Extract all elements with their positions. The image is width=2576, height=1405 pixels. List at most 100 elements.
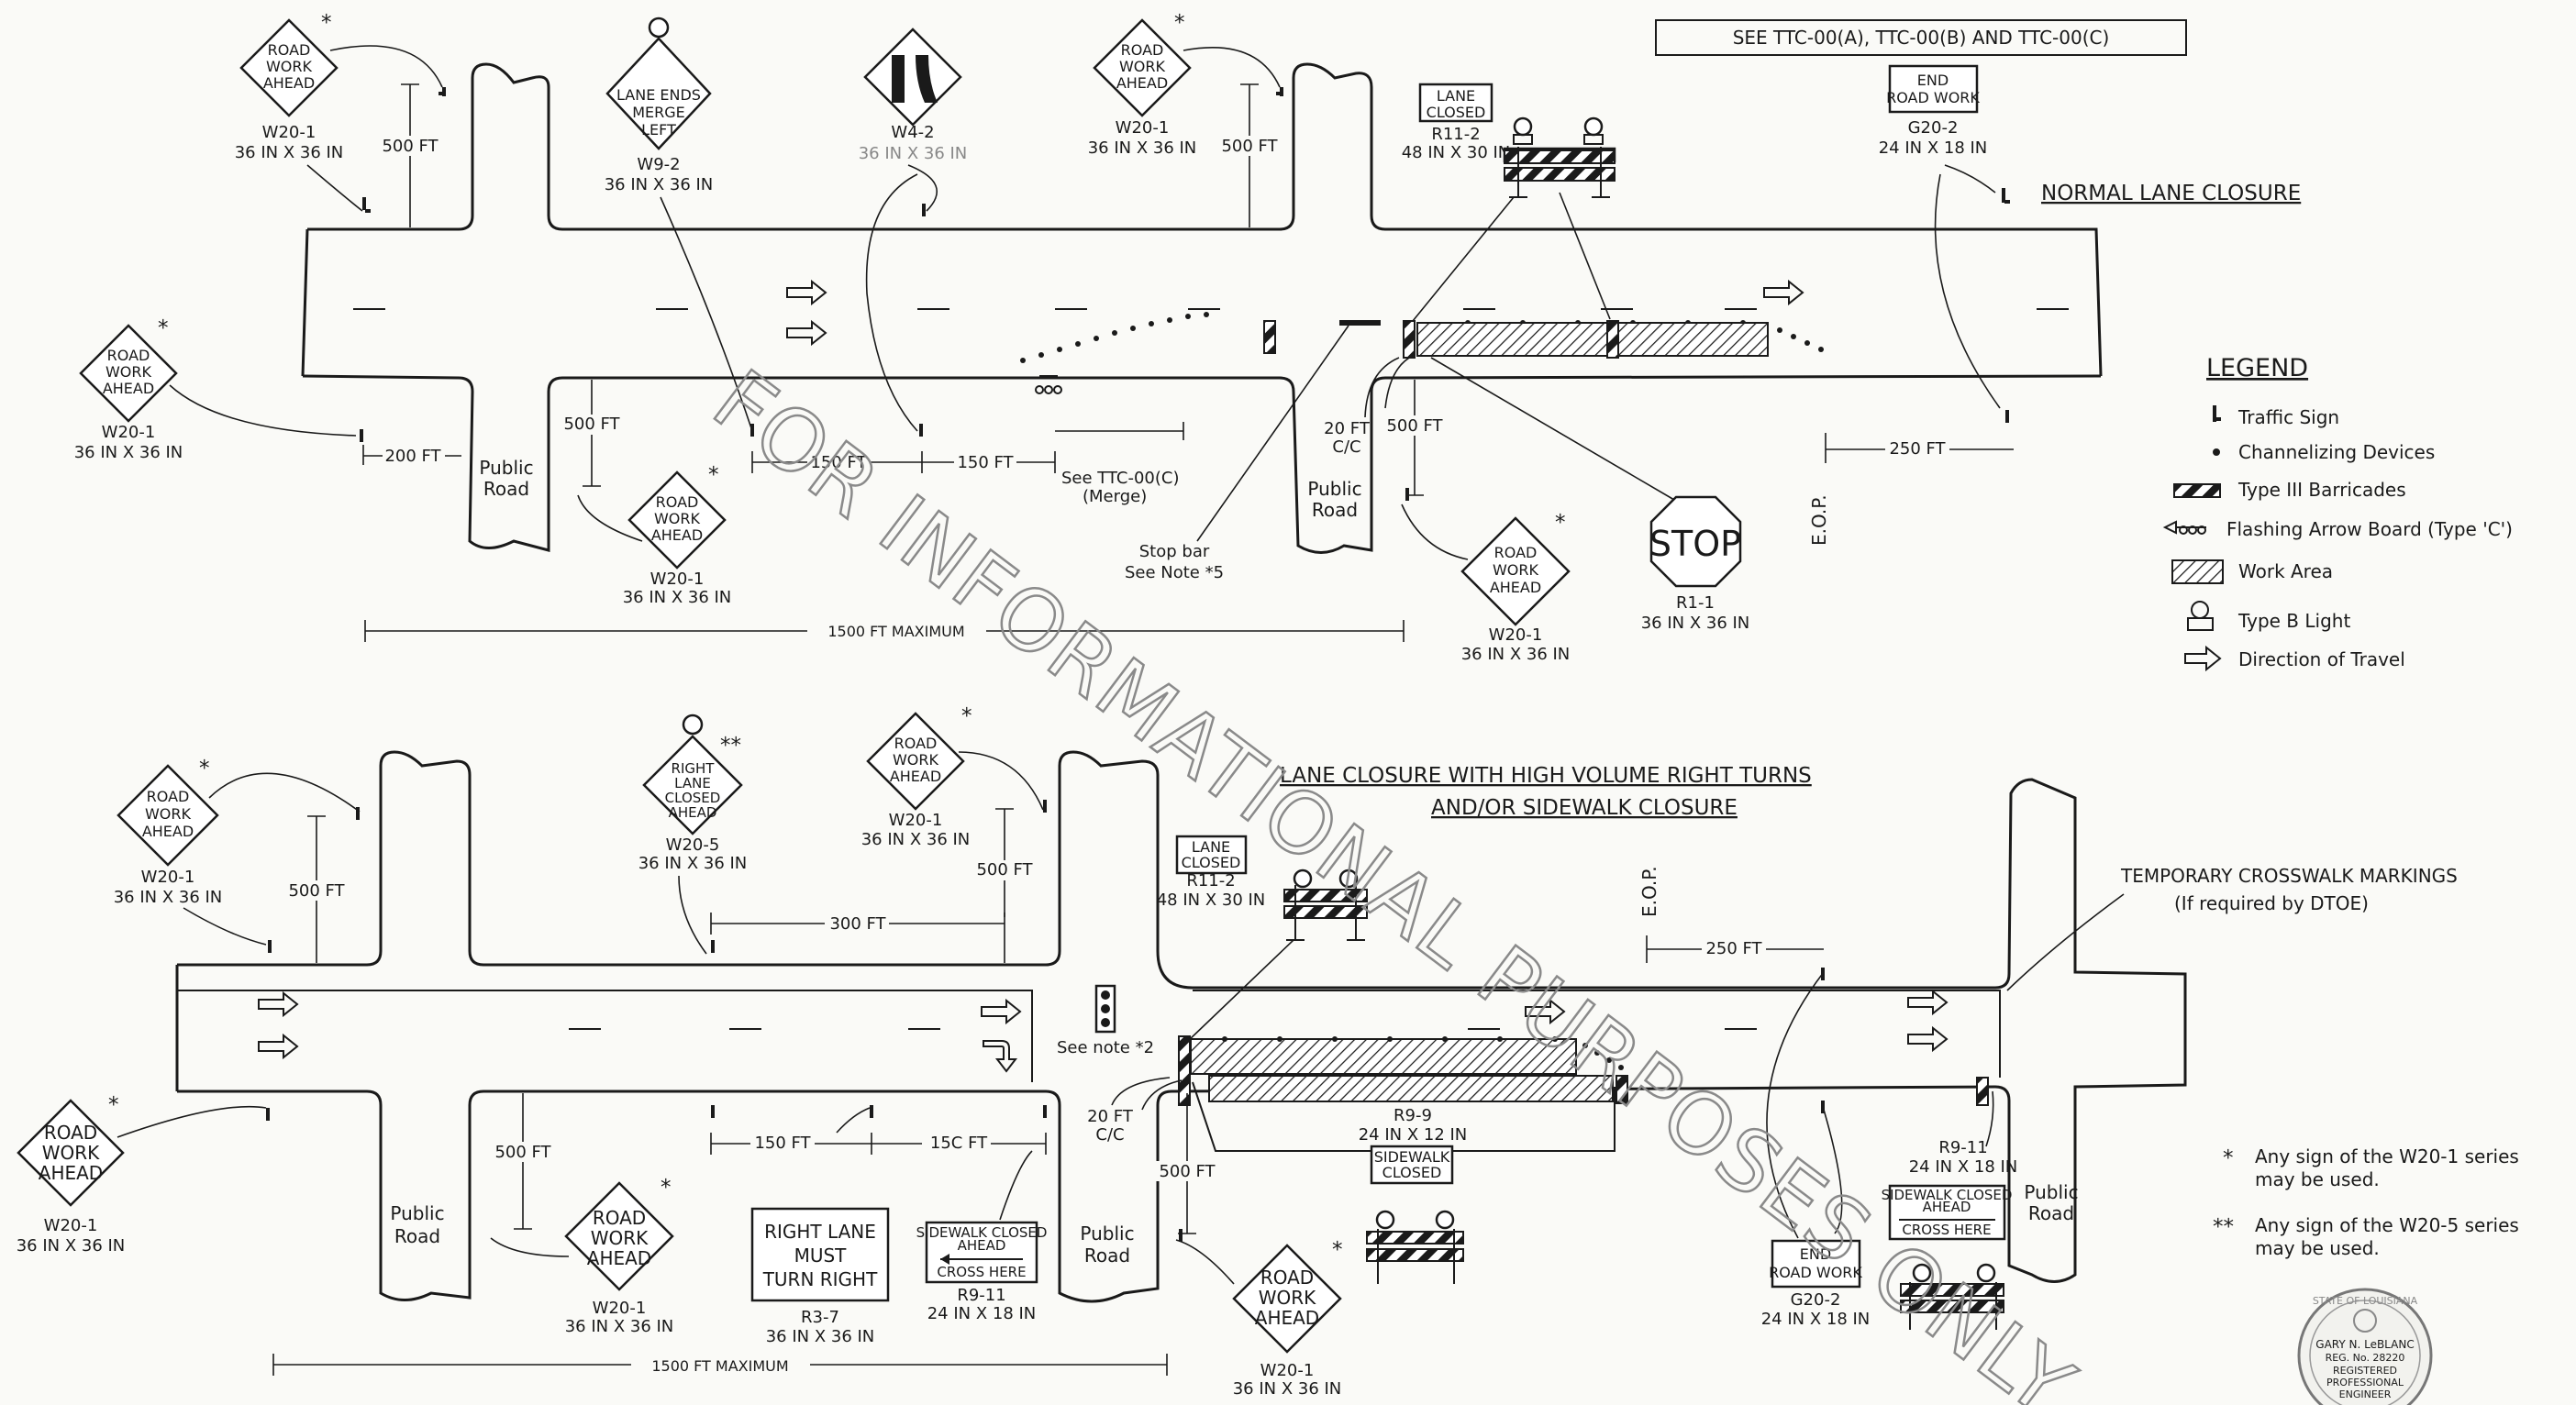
svg-text:500 FT: 500 FT [1386,416,1443,436]
svg-text:AHEAD: AHEAD [651,526,703,544]
svg-text:36 IN X 36 IN: 36 IN X 36 IN [114,888,223,907]
svg-text:See TTC-00(C): See TTC-00(C) [1061,469,1180,488]
road-work-ahead-sign: ROAD WORK AHEAD * W20-1 36 IN X 36 IN [17,1093,267,1256]
svg-text:Stop bar: Stop bar [1139,542,1210,561]
svg-text:36 IN X 36 IN: 36 IN X 36 IN [1641,614,1750,633]
svg-text:ROAD WORK: ROAD WORK [1769,1264,1862,1281]
svg-text:WORK: WORK [145,805,192,823]
title-high-volume-2: AND/OR SIDEWALK CLOSURE [1431,796,1738,820]
svg-text:W20-1: W20-1 [1260,1361,1315,1380]
svg-text:36 IN X 36 IN: 36 IN X 36 IN [74,443,183,462]
svg-text:48 IN X 30 IN: 48 IN X 30 IN [1157,891,1266,910]
svg-text:W20-1: W20-1 [44,1216,98,1235]
dim-500-top-2: 500 FT [1217,83,1282,227]
road-work-ahead-sign: ROAD WORK AHEAD * W20-1 36 IN X 36 IN [1175,1238,1343,1399]
svg-text:ROAD WORK: ROAD WORK [1886,89,1980,106]
dim-250-bot: 250 FT [1646,935,1824,963]
svg-text:W20-1: W20-1 [593,1299,647,1318]
sidewalk-work-area [1208,1075,1614,1102]
legend-arrow-board: Flashing Arrow Board (Type 'C') [2226,518,2513,540]
svg-text:Any sign of the W20-5 series: Any sign of the W20-5 series [2255,1214,2519,1236]
road-work-ahead-sign: ROAD WORK AHEAD * W20-1 36 IN X 36 IN [1088,11,1281,158]
svg-text:Road: Road [2028,1202,2074,1224]
svg-text:500 FT: 500 FT [976,860,1033,880]
dim-1500-top: 1500 FT MAXIMUM [364,620,1405,642]
svg-text:Road: Road [1084,1245,1130,1267]
svg-text:SIDEWALK: SIDEWALK [1374,1148,1450,1166]
svg-text:WORK: WORK [105,363,152,381]
svg-text:*: * [2223,1146,2234,1170]
legend-channelizing: Channelizing Devices [2238,441,2435,463]
svg-text:36 IN X 36 IN: 36 IN X 36 IN [623,588,732,607]
svg-text:GARY N. LeBLANC: GARY N. LeBLANC [2315,1338,2414,1351]
work-area-top [1416,322,1769,357]
svg-text:W20-1: W20-1 [1489,625,1543,645]
dim-500-bot-3: 500 FT [491,1093,555,1230]
svg-text:LANE: LANE [1437,87,1475,105]
svg-text:ROAD: ROAD [1494,544,1538,561]
svg-text:Public: Public [1307,478,1361,500]
svg-text:*: * [1555,511,1566,535]
svg-text:W20-1: W20-1 [1116,118,1170,138]
svg-text:Road: Road [1312,499,1358,521]
svg-text:may be used.: may be used. [2255,1168,2380,1190]
svg-text:Road: Road [394,1225,440,1247]
svg-text:AHEAD: AHEAD [958,1237,1006,1254]
svg-text:See note *2: See note *2 [1057,1038,1154,1057]
road-work-ahead-sign: ROAD WORK AHEAD * W20-1 36 IN X 36 IN [235,11,443,212]
svg-text:500 FT: 500 FT [1221,137,1278,156]
right-lane-closed-ahead-sign: RIGHT LANE CLOSED AHEAD ** W20-5 36 IN X… [638,714,747,955]
svg-text:36 IN X 36 IN: 36 IN X 36 IN [766,1327,875,1346]
dim-200: 200 FT [362,445,461,466]
sidewalk-closed-cross-here-sign: SIDEWALK CLOSED AHEAD CROSS HERE [1882,1184,2012,1241]
road-work-ahead-sign: ROAD WORK AHEAD * W20-1 36 IN X 36 IN [114,757,361,946]
svg-text:*: * [321,11,332,35]
svg-text:W20-5: W20-5 [666,835,720,855]
svg-text:W20-1: W20-1 [650,570,705,589]
svg-text:48 IN X 30 IN: 48 IN X 30 IN [1402,143,1511,162]
svg-text:R9-11: R9-11 [1938,1138,1987,1157]
svg-text:WORK: WORK [893,751,939,769]
svg-text:200 FT: 200 FT [384,447,441,466]
svg-text:LANE: LANE [1192,838,1230,856]
svg-text:W4-2: W4-2 [891,123,934,142]
svg-text:*: * [1174,11,1185,35]
svg-text:Public: Public [2024,1181,2078,1203]
svg-text:AHEAD: AHEAD [142,823,194,840]
traffic-sign-markers-top [360,87,2010,501]
svg-text:PROFESSIONAL: PROFESSIONAL [2326,1377,2404,1388]
traffic-sign-markers-bottom [266,800,1825,1242]
svg-text:G20-2: G20-2 [1908,118,1959,138]
svg-text:W20-1: W20-1 [141,868,195,887]
svg-text:Public: Public [390,1202,444,1224]
svg-text:WORK: WORK [266,58,313,75]
svg-text:(If required by DTOE): (If required by DTOE) [2174,892,2369,914]
svg-text:WORK: WORK [1119,58,1166,75]
title-high-volume-1: LANE CLOSURE WITH HIGH VOLUME RIGHT TURN… [1280,764,1812,788]
svg-text:W20-1: W20-1 [889,811,943,830]
svg-text:W9-2: W9-2 [637,155,680,174]
svg-text:24 IN X 12 IN: 24 IN X 12 IN [1359,1125,1468,1145]
svg-text:R3-7: R3-7 [801,1308,839,1327]
svg-text:24 IN X 18 IN: 24 IN X 18 IN [1879,138,1988,158]
dim-150-bot: 150 FT 15C FT [710,1133,1047,1155]
svg-text:ROAD: ROAD [1121,41,1164,59]
svg-text:CLOSED: CLOSED [1382,1164,1442,1181]
svg-text:C/C: C/C [1332,437,1360,457]
svg-text:AHEAD: AHEAD [39,1162,103,1184]
svg-text:AHEAD: AHEAD [669,804,717,821]
svg-text:CLOSED: CLOSED [665,790,721,806]
svg-text:ENGINEER: ENGINEER [2339,1388,2392,1400]
dim-150-top: 150 FT 150 FT [751,422,1184,473]
svg-text:*: * [661,1176,672,1200]
svg-text:1500 FT MAXIMUM: 1500 FT MAXIMUM [827,623,964,640]
svg-text:AHEAD: AHEAD [1116,74,1168,92]
svg-text:20 FT: 20 FT [1087,1107,1134,1126]
svg-text:W20-1: W20-1 [262,123,316,142]
dim-300: 300 FT [710,913,1005,963]
end-road-work-sign: END ROAD WORK G20-2 24 IN X 18 IN [1761,971,1870,1329]
svg-text:CROSS HERE: CROSS HERE [937,1264,1026,1280]
svg-text:36 IN X 36 IN: 36 IN X 36 IN [1461,645,1571,664]
dim-250-top: 250 FT [1825,433,2014,463]
svg-text:W20-1: W20-1 [102,423,156,442]
